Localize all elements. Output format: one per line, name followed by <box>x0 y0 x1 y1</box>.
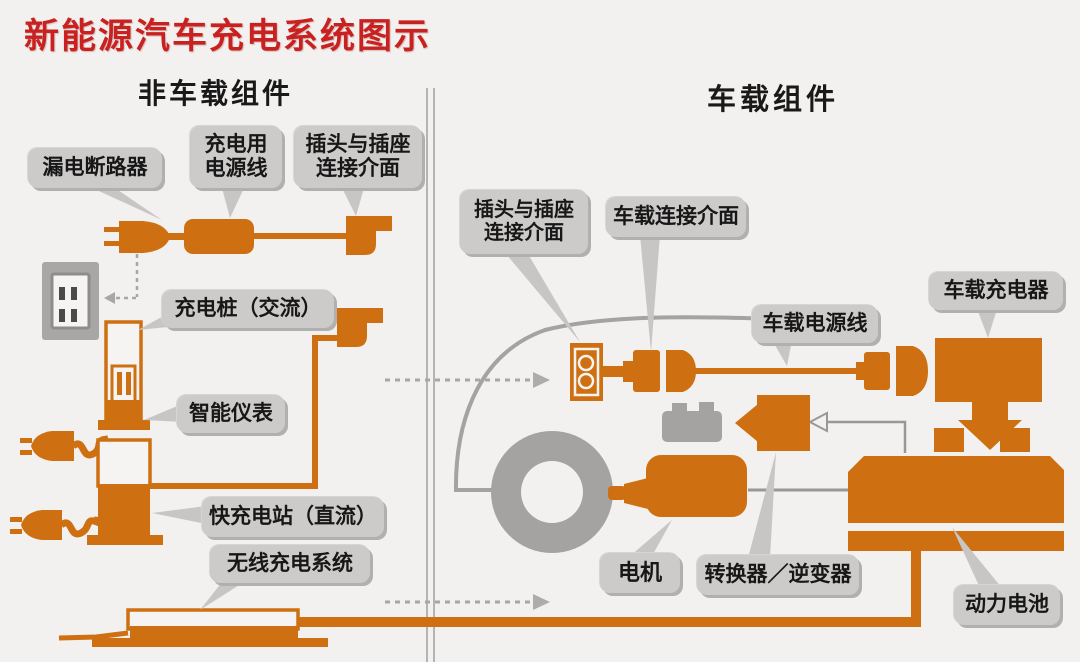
tail-plug-socket-right <box>506 254 580 342</box>
label-plug-socket-left-line1: 插头与插座 <box>305 132 411 156</box>
section-header-onboard: 车载组件 <box>707 84 840 116</box>
label-charge-cable-line2: 电源线 <box>204 157 268 180</box>
dc-cable <box>150 335 338 489</box>
converter-arrow-icon <box>735 404 758 442</box>
label-onboard-charger: 车载充电器 <box>929 272 1063 310</box>
ac-pile-plug-icon <box>20 431 110 461</box>
label-vehicle-interface-text: 车载连接介面 <box>613 204 739 228</box>
tail-vehicle-interface <box>640 235 660 352</box>
wall-outlet-icon <box>42 262 99 340</box>
label-smart-meter-text: 智能仪表 <box>189 401 273 425</box>
feedback-arrowhead-icon <box>807 411 828 433</box>
ac-charging-pile-icon <box>98 320 150 430</box>
tail-charge-cable <box>222 188 244 218</box>
car-body-outline <box>453 315 857 493</box>
label-onboard-charger-text: 车载充电器 <box>943 278 1049 302</box>
vehicle-power-cable <box>694 368 862 374</box>
dashed-arrow-bottom <box>385 594 550 610</box>
label-charge-cable: 充电用 电源线 <box>190 126 282 188</box>
charging-inlet-icon <box>570 343 625 401</box>
label-leak-breaker: 漏电断路器 <box>28 148 162 188</box>
tail-onboard-charger <box>976 306 998 338</box>
tail-vehicle-cable <box>772 340 792 366</box>
dashed-arrow-middle <box>385 372 550 388</box>
label-wireless-text: 无线充电系统 <box>227 551 353 575</box>
wheel-hub <box>521 461 583 523</box>
label-charge-cable-line1: 充电用 <box>204 132 268 156</box>
label-motor: 电机 <box>600 553 680 593</box>
label-dc-station-text: 快充电站（直流） <box>209 504 377 528</box>
label-ac-pile: 充电桩（交流） <box>162 290 334 328</box>
label-wireless: 无线充电系统 <box>210 545 370 583</box>
label-plug-socket-left: 插头与插座 连接介面 <box>294 126 422 188</box>
wireless-pad-icon <box>58 608 328 647</box>
power-battery-icon <box>848 428 1064 551</box>
label-plug-socket-right-line1: 插头与插座 <box>474 199 574 221</box>
label-plug-socket-right: 插头与插座 连接介面 <box>460 190 588 254</box>
label-vehicle-interface: 车载连接介面 <box>606 197 746 237</box>
tail-wireless <box>200 582 244 610</box>
onboard-charger-box <box>935 338 1042 402</box>
smart-meter-icon <box>110 364 137 404</box>
label-power-battery: 动力电池 <box>954 585 1060 625</box>
tail-power-battery <box>952 527 1002 588</box>
label-ac-pile-text: 充电桩（交流） <box>174 296 322 320</box>
label-plug-socket-right-line2: 连接介面 <box>484 222 564 244</box>
dc-plug-connector-icon <box>337 308 383 347</box>
charger-down-arrow-icon <box>958 400 1022 450</box>
motor-icon <box>608 455 747 517</box>
tail-dc-station <box>152 506 206 524</box>
tail-plug-socket-left <box>342 188 364 216</box>
tail-leak-breaker <box>88 186 162 220</box>
label-power-battery-text: 动力电池 <box>965 592 1049 616</box>
inlet-connector-icon <box>623 350 696 392</box>
bubble-tails <box>88 186 1002 610</box>
tail-motor <box>630 520 672 556</box>
label-plug-socket-left-line2: 连接介面 <box>316 157 400 180</box>
label-converter: 转换器／逆变器 <box>697 555 859 595</box>
plug-connector-icon <box>346 216 392 255</box>
label-dc-station: 快充电站（直流） <box>202 497 384 537</box>
tail-smart-meter <box>144 404 182 422</box>
label-vehicle-cable: 车载电源线 <box>752 305 878 343</box>
outlet-dashed-arrow <box>104 254 139 304</box>
label-motor-text: 电机 <box>617 560 662 586</box>
battery-feedback-line <box>827 420 907 453</box>
charging-power-cable <box>254 233 347 239</box>
section-divider <box>426 88 435 662</box>
section-header-offboard: 非车载组件 <box>138 78 294 109</box>
dc-station-plug-icon <box>10 510 102 540</box>
label-leak-breaker-text: 漏电断路器 <box>42 155 148 179</box>
aux-battery-icon <box>662 402 722 442</box>
converter-box <box>757 395 810 451</box>
wireless-power-line <box>296 550 921 627</box>
label-vehicle-cable-text: 车载电源线 <box>762 311 868 335</box>
page-title: 新能源汽车充电系统图示 <box>24 17 432 56</box>
charger-connector-icon <box>856 346 928 396</box>
leak-breaker-box <box>184 219 254 254</box>
dc-station-icon <box>87 438 163 545</box>
label-converter-text: 转换器／逆变器 <box>704 562 852 586</box>
ac-plug-icon <box>104 221 186 253</box>
label-smart-meter: 智能仪表 <box>177 395 285 433</box>
tail-converter <box>748 452 776 558</box>
